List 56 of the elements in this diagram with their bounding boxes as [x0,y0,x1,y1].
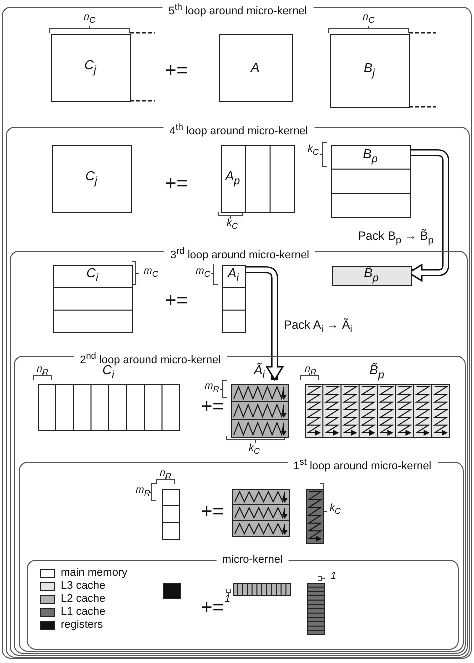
matrix-block [163,583,181,599]
matrix-label: B$_{j}$ [364,60,376,81]
operator-symbol: += [201,597,224,619]
dimension-label: 1 [331,571,337,583]
matrix-block [52,145,132,213]
dimension-label: n$_{R}$ [37,364,49,378]
matrix-label: A$_{p}$ [225,168,240,189]
legend-label: L2 cache [61,593,106,606]
dimension-label: n$_{R}$ [305,364,317,378]
matrix-block [331,145,411,218]
dimension-label: k$_{C}$ [227,218,238,232]
operator-symbol: += [165,290,188,312]
operator-symbol: += [201,501,224,523]
matrix-label: B̃$_{p}$ [364,265,379,286]
matrix-block [330,34,410,108]
legend-label: main memory [61,567,128,580]
matrix-label: B$_{p}$ [363,146,378,167]
matrix-block [232,489,290,537]
legend-label: L3 cache [61,580,106,593]
operator-symbol: += [201,396,224,418]
dimension-label: m$_{R}$ [136,485,150,499]
dimension-label: n$_{C}$ [84,12,96,26]
dimension-label: m$_{C}$ [144,266,158,280]
matrix-block [53,265,133,333]
panel-heading: 3$^{rd}$ loop around micro-kernel [164,244,316,264]
matrix-block [162,489,180,540]
matrix-block [219,34,293,102]
matrix-label: A$_{i}$ [228,266,240,286]
operator-symbol: += [165,173,188,195]
matrix-block [332,266,412,286]
panel-heading: 4$^{th}$ loop around micro-kernel [164,120,314,140]
matrix-block [307,583,325,635]
matrix-label: B̃$_{p}$ [370,362,384,383]
edge-label: Pack B$_{p}$ → B̃$_{p}$ [356,229,436,246]
matrix-label: C$_{j}$ [84,57,96,78]
dimension-label: k$_{C}$ [308,144,320,158]
matrix-label: C$_{j}$ [86,168,98,189]
matrix-block [221,145,295,213]
dimension-label: m$_{R}$ [205,381,220,395]
matrix-block [222,265,246,333]
operator-symbol: += [165,60,188,82]
legend-label: registers [61,619,104,632]
dimension-label: m$_{C}$ [196,266,210,280]
matrix-label: Ã$_{i}$ [254,362,266,383]
dimension-label: n$_{R}$ [160,468,172,482]
edge-label: Pack A$_{i}$ → Ã$_{i}$ [282,318,354,336]
dimension-label: k$_{C}$ [330,503,342,517]
matrix-label: A [251,60,260,76]
legend-label: L1 cache [61,606,106,619]
panel-heading: 5$^{th}$ loop around micro-kernel [162,0,314,20]
matrix-block [51,34,131,102]
dimension-label: n$_{C}$ [363,12,375,26]
matrix-label: C$_{i}$ [86,266,98,286]
dimension-label: k$_{C}$ [249,443,260,457]
dimension-label: 1 [225,594,231,606]
matrix-block [233,583,291,596]
